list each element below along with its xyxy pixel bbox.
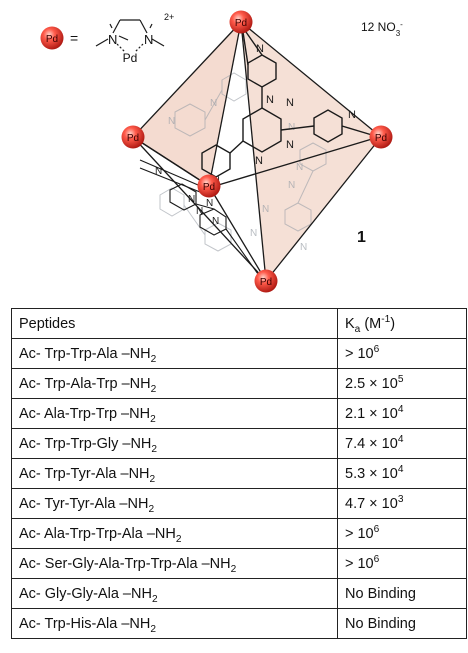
peptide-cell: Ac- Ala-Trp-Trp –NH2 xyxy=(11,398,338,429)
svg-text:N: N xyxy=(144,32,153,47)
peptide-cell: Ac- Trp-Tyr-Ala –NH2 xyxy=(11,458,338,489)
peptide-cell: Ac- Ser-Gly-Ala-Trp-Trp-Ala –NH2 xyxy=(11,548,338,579)
svg-text:N: N xyxy=(250,228,257,239)
ka-cell: 4.7 × 103 xyxy=(337,488,467,519)
octahedral-cage-figure: N N N N N N N N N N N xyxy=(40,10,403,293)
svg-text:=: = xyxy=(70,30,78,46)
svg-text:N: N xyxy=(155,166,162,177)
svg-text:N: N xyxy=(300,242,307,253)
pd-vertex-top: Pd xyxy=(229,10,253,34)
svg-text:Pd: Pd xyxy=(127,133,139,144)
pd-vertex-right: Pd xyxy=(369,125,393,149)
header-peptides: Peptides xyxy=(11,308,338,339)
svg-text:N: N xyxy=(348,109,356,121)
ka-cell: > 106 xyxy=(337,338,467,369)
svg-text:N: N xyxy=(262,204,269,215)
pd-vertex-bottom: Pd xyxy=(254,269,278,293)
ka-cell: No Binding xyxy=(337,578,467,609)
svg-text:Pd: Pd xyxy=(46,34,58,45)
pd-vertex-center: Pd xyxy=(197,174,221,198)
cage-face-left xyxy=(133,22,241,186)
svg-text:N: N xyxy=(286,97,294,109)
svg-text:N: N xyxy=(108,32,117,47)
counterion-label: 12 NO3- xyxy=(361,20,403,38)
svg-text:N: N xyxy=(296,162,303,173)
peptide-cell: Ac- Ala-Trp-Trp-Ala –NH2 xyxy=(11,518,338,549)
lower-left-ligand-n-labels: N N N N N xyxy=(155,166,219,227)
ka-cell: > 106 xyxy=(337,518,467,549)
svg-text:Pd: Pd xyxy=(375,133,387,144)
table-header-row: Peptides Ka (M-1) xyxy=(11,308,467,339)
svg-text:2+: 2+ xyxy=(164,12,174,22)
ka-cell: 2.5 × 105 xyxy=(337,368,467,399)
ka-cell: 2.1 × 104 xyxy=(337,398,467,429)
pyridyl-right xyxy=(313,109,343,143)
svg-text:N: N xyxy=(188,194,195,205)
svg-text:Pd: Pd xyxy=(123,51,138,65)
background-ligand-n-labels: N N N N N N N N xyxy=(168,98,307,253)
peptide-cell: Ac- Trp-Trp-Gly –NH2 xyxy=(11,428,338,459)
table-row: Ac- Ala-Trp-Trp-Ala –NH2> 106 xyxy=(11,518,467,549)
ka-cell: > 106 xyxy=(337,548,467,579)
binding-table: Peptides Ka (M-1) Ac- Trp-Trp-Ala –NH2> … xyxy=(11,308,467,639)
pd-vertex-left: Pd xyxy=(121,125,145,149)
svg-text:N: N xyxy=(206,198,213,209)
svg-text:N: N xyxy=(286,139,294,151)
svg-text:N: N xyxy=(288,122,295,133)
svg-text:N: N xyxy=(255,155,263,167)
svg-text:N: N xyxy=(256,43,264,55)
peptide-cell: Ac- Tyr-Tyr-Ala –NH2 xyxy=(11,488,338,519)
peptide-cell: Ac- Gly-Gly-Ala –NH2 xyxy=(11,578,338,609)
svg-text:N: N xyxy=(168,116,175,127)
svg-text:N: N xyxy=(196,206,203,217)
svg-text:N: N xyxy=(210,98,217,109)
table-row: Ac- Trp-Trp-Ala –NH2> 106 xyxy=(11,338,467,369)
svg-text:Pd: Pd xyxy=(260,277,272,288)
triazine-ring xyxy=(242,107,282,153)
background-ligands xyxy=(159,72,327,252)
compound-number: 1 xyxy=(357,229,366,246)
svg-text:N: N xyxy=(288,180,295,191)
pd-legend: Pd = N N Pd 2+ xyxy=(40,12,174,65)
header-ka: Ka (M-1) xyxy=(337,308,467,339)
svg-text:N: N xyxy=(266,94,274,106)
cage-face-right xyxy=(241,22,381,281)
peptide-cell: Ac- Trp-His-Ala –NH2 xyxy=(11,608,338,639)
peptide-cell: Ac- Trp-Ala-Trp –NH2 xyxy=(11,368,338,399)
lower-left-ligand xyxy=(139,159,259,275)
ka-cell: 7.4 × 104 xyxy=(337,428,467,459)
ka-cell: No Binding xyxy=(337,608,467,639)
svg-text:Pd: Pd xyxy=(203,182,215,193)
peptide-cell: Ac- Trp-Trp-Ala –NH2 xyxy=(11,338,338,369)
table-row: Ac- Ser-Gly-Ala-Trp-Trp-Ala –NH2> 106 xyxy=(11,548,467,579)
ka-cell: 5.3 × 104 xyxy=(337,458,467,489)
svg-text:Pd: Pd xyxy=(235,18,247,29)
svg-text:N: N xyxy=(212,216,219,227)
